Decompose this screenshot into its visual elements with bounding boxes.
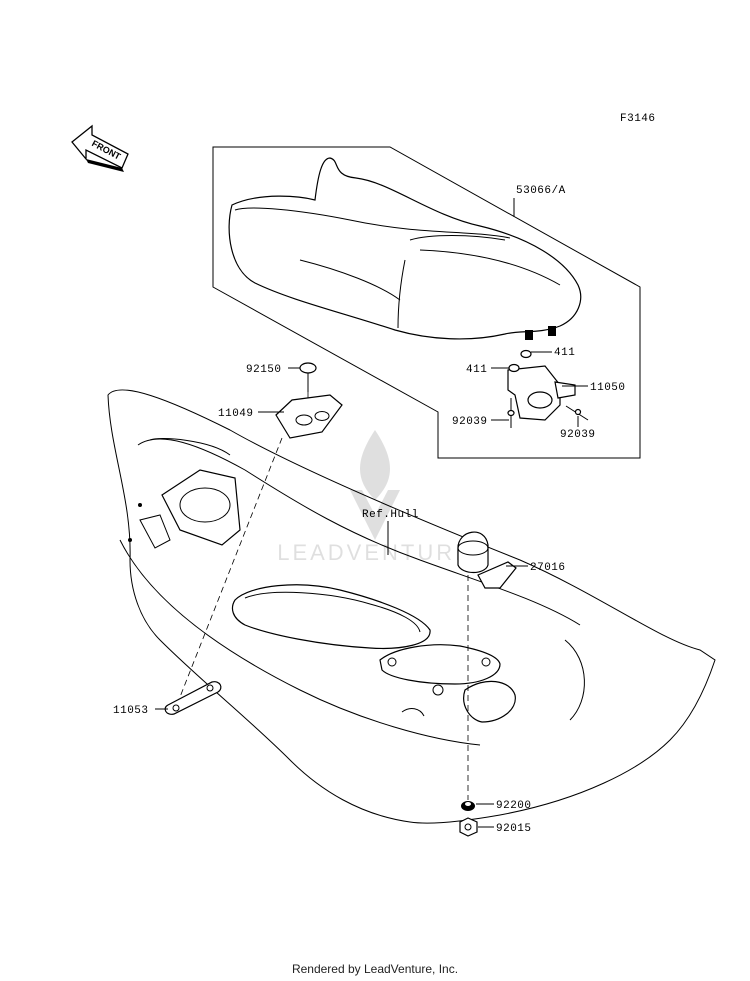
front-arrow-icon: FRONT <box>71 124 129 172</box>
pin-left-icon <box>507 398 515 428</box>
plate-icon <box>164 681 222 715</box>
seat-bracket-icon <box>507 365 576 421</box>
part-label-411-left: 411 <box>466 364 487 376</box>
seat-inset-frame <box>212 146 641 459</box>
watermark-text: LEADVENTURE <box>277 540 473 565</box>
part-label-53066: 53066/A <box>516 185 566 197</box>
watermark-logo: LEADVENTURE <box>277 430 473 565</box>
part-label-11053: 11053 <box>113 705 149 717</box>
bolt-icon <box>299 362 317 392</box>
part-label-11050: 11050 <box>590 382 626 394</box>
part-label-411-right: 411 <box>554 347 575 359</box>
footer-credit: Rendered by LeadVenture, Inc. <box>291 962 459 976</box>
pin-right-icon <box>565 405 589 421</box>
part-label-92150: 92150 <box>246 364 282 376</box>
part-label-27016: 27016 <box>530 562 566 574</box>
nut-icon <box>459 817 478 837</box>
dashed-line-plate <box>177 437 283 703</box>
washer-right-icon <box>520 349 532 359</box>
part-label-92015: 92015 <box>496 823 532 835</box>
part-label-92039-left: 92039 <box>452 416 488 428</box>
part-label-ref-hull: Ref.Hull <box>362 509 419 521</box>
hull-icon <box>107 389 716 824</box>
seat-icon <box>228 157 582 340</box>
hull-bracket-icon <box>275 394 343 439</box>
part-label-92039-right: 92039 <box>560 429 596 441</box>
part-label-92200: 92200 <box>496 800 532 812</box>
part-label-11049: 11049 <box>218 408 254 420</box>
washer-left-icon <box>508 363 520 373</box>
figure-code: F3146 <box>620 113 656 125</box>
bumper-icon <box>457 531 517 589</box>
washer-bottom-icon <box>461 801 475 811</box>
